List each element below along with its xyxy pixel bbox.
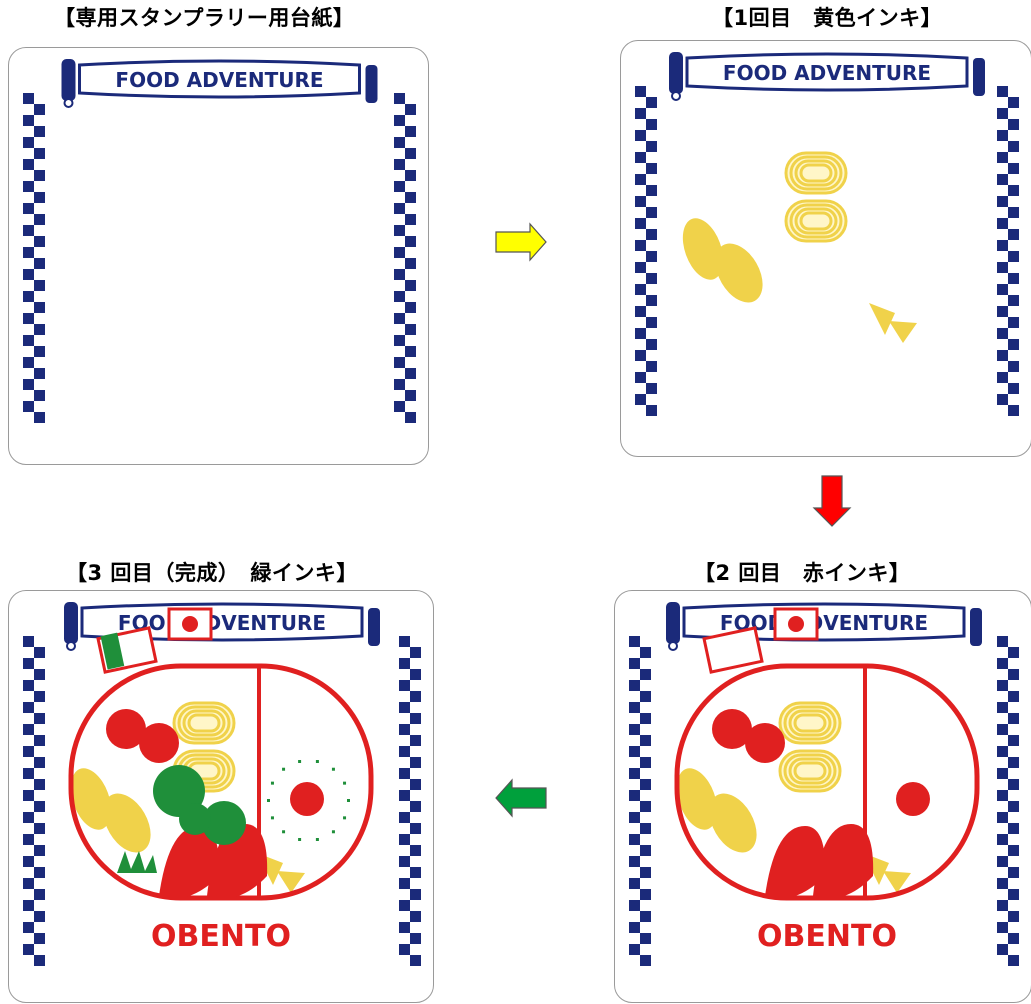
caption-stage3: 【3 回目（完成） 緑インキ】 bbox=[66, 561, 358, 585]
checker-border bbox=[629, 636, 651, 966]
banner: FOOD ADVENTURE bbox=[64, 602, 380, 651]
yellow-layer bbox=[682, 151, 917, 343]
checker-border bbox=[399, 636, 421, 966]
banner: FOOD ADVENTURE bbox=[61, 59, 378, 108]
red-layer: OBENTO bbox=[68, 607, 374, 954]
card-blank-art: FOOD ADVENTURE bbox=[23, 59, 416, 423]
arrow-left-icon bbox=[495, 778, 547, 818]
checker-border bbox=[394, 93, 416, 423]
card-stage1: FOOD ADVENTURE bbox=[620, 40, 1031, 457]
obento-text: OBENTO bbox=[151, 919, 291, 954]
yellow-layer bbox=[676, 701, 911, 893]
caption-stage2: 【2 回目 赤インキ】 bbox=[694, 561, 911, 585]
card-stage3: FOOD ADVENTURE OBENTO bbox=[8, 590, 434, 1003]
yellow-layer bbox=[70, 701, 305, 893]
arrow-down-icon bbox=[812, 475, 852, 527]
card-blank: FOOD ADVENTURE bbox=[8, 47, 429, 465]
caption-blank: 【専用スタンプラリー用台紙】 bbox=[54, 6, 355, 30]
caption-stage1: 【1回目 黄色インキ】 bbox=[712, 6, 943, 30]
obento-text: OBENTO bbox=[757, 919, 897, 954]
card-stage3-art: FOOD ADVENTURE OBENTO bbox=[23, 602, 421, 966]
arrow-right-icon bbox=[495, 222, 547, 262]
green-layer bbox=[100, 632, 350, 873]
checker-border bbox=[997, 86, 1019, 416]
banner-text: FOOD ADVENTURE bbox=[115, 68, 323, 92]
checker-border bbox=[23, 93, 45, 423]
checker-border bbox=[997, 636, 1019, 966]
banner: FOOD ADVENTURE bbox=[669, 52, 985, 101]
banner-text: FOOD ADVENTURE bbox=[118, 611, 326, 635]
banner-text: FOOD ADVENTURE bbox=[723, 61, 931, 85]
checker-border bbox=[23, 636, 45, 966]
checker-border bbox=[635, 86, 657, 416]
red-layer: OBENTO bbox=[674, 607, 980, 954]
card-stage1-art: FOOD ADVENTURE bbox=[635, 52, 1019, 416]
